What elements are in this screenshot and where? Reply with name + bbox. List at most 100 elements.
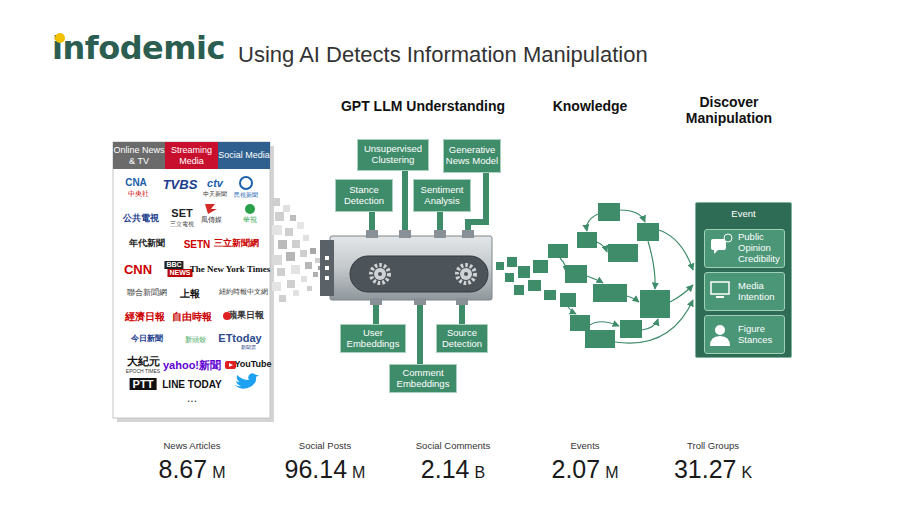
- graph-node: [565, 265, 587, 283]
- gear: [460, 268, 472, 280]
- machine-body: [330, 236, 492, 300]
- stat-number: 2.07: [552, 455, 601, 484]
- data-chip: [528, 280, 541, 291]
- monitor-icon: [716, 296, 724, 298]
- stat-unit: B: [475, 464, 486, 482]
- output-stream: [496, 257, 556, 300]
- person-icon: [715, 325, 725, 335]
- source-tab: Online News & TV: [113, 142, 165, 169]
- gear: [371, 265, 389, 283]
- graph-link: [627, 296, 639, 302]
- feature-box: Stance Detection: [336, 180, 392, 211]
- label: TVBS: [163, 178, 198, 192]
- label: 新頭殼: [185, 336, 206, 344]
- person-icon: [710, 336, 730, 346]
- graph-node: [585, 330, 615, 348]
- label: 中天新聞: [203, 191, 227, 198]
- label: The New York Times: [190, 265, 271, 275]
- source-tab: Social Media: [218, 142, 270, 169]
- pixel: [287, 280, 295, 288]
- label: infodemic: [52, 31, 225, 66]
- brand-icon: [229, 363, 233, 367]
- label: 民視新聞: [234, 192, 258, 199]
- machine-port: [366, 230, 378, 238]
- brand-icon: [225, 361, 236, 369]
- knowledge-graph: [548, 203, 670, 348]
- graph-node: [608, 244, 638, 262]
- data-stream: [272, 198, 322, 302]
- feature-box: Generative News Model: [444, 140, 500, 172]
- label: 新聞雲: [241, 345, 256, 351]
- label: EPOCH TIMES: [126, 369, 160, 375]
- graph-node: [560, 293, 576, 307]
- brand-icon: [240, 177, 252, 189]
- feature-box: Source Detection: [437, 325, 487, 352]
- panel-heading: Event: [731, 209, 755, 220]
- node-text: Sentiment Analysis: [414, 185, 470, 207]
- feature-box: Sentiment Analysis: [414, 180, 470, 211]
- label: SETN: [184, 239, 211, 250]
- pixel: [292, 240, 300, 248]
- intake-light: [325, 266, 329, 270]
- graph-link: [597, 242, 607, 252]
- gear: [374, 268, 386, 280]
- graph-node: [577, 232, 597, 248]
- pixel: [301, 276, 307, 282]
- gear-hub: [464, 272, 468, 276]
- gear-hub: [378, 272, 382, 276]
- graph-link: [620, 210, 645, 222]
- pixel: [272, 198, 280, 206]
- event-panel: EventPublic Opinion CredibilityMedia Int…: [695, 202, 792, 358]
- label: Events: [570, 441, 599, 451]
- pixel: [307, 286, 312, 291]
- label: PTT: [130, 378, 157, 390]
- node-text: Unsupervised Clustering: [358, 144, 428, 166]
- label: CNA: [125, 177, 147, 188]
- pixel: [297, 222, 304, 229]
- label: Social Comments: [416, 441, 490, 451]
- label: 大紀元: [127, 355, 160, 367]
- label: 經濟日報: [125, 311, 165, 322]
- pipe: [417, 300, 423, 365]
- stat-unit: M: [352, 464, 365, 482]
- conveyor-belt: [350, 256, 488, 292]
- pixel: [315, 258, 320, 263]
- label: SET: [171, 207, 192, 219]
- stat-number: 2.14: [421, 455, 470, 484]
- machine-port: [462, 230, 474, 238]
- graph-node: [570, 315, 590, 331]
- pixel: [313, 272, 318, 277]
- machine-port: [399, 230, 411, 238]
- pixel: [272, 282, 281, 291]
- pixel: [285, 228, 293, 236]
- label: 聯合新聞網: [127, 289, 167, 298]
- pipe: [468, 172, 486, 236]
- source-tab: Streaming Media: [165, 142, 218, 169]
- data-chip: [505, 273, 514, 282]
- node-text: Social Media: [218, 150, 270, 160]
- graph-link: [590, 322, 619, 326]
- pixel: [303, 235, 309, 241]
- label: Social Posts: [299, 441, 351, 451]
- graph-node: [640, 290, 670, 318]
- event-item: Public Opinion Credibility: [704, 229, 785, 268]
- source-panel: [113, 142, 274, 422]
- label: BBC: [164, 261, 183, 269]
- machine-port: [434, 230, 446, 238]
- graph-link: [568, 307, 576, 314]
- brand-icon: [235, 373, 259, 389]
- event-item: Media Intention: [704, 272, 785, 311]
- event-icons: [710, 234, 732, 346]
- monitor-icon: [711, 282, 729, 294]
- label: GPT LLM Understanding: [341, 99, 505, 114]
- node-text: Online News & TV: [113, 145, 165, 166]
- data-chip: [533, 260, 548, 273]
- stat-value: 31.27K: [674, 455, 752, 484]
- logo-sun: [55, 33, 65, 43]
- gear: [457, 265, 475, 283]
- feature-box: Comment Embeddings: [390, 365, 456, 392]
- page-title: Using AI Detects Information Manipulatio…: [238, 43, 648, 67]
- stat-value: 2.07M: [552, 455, 619, 484]
